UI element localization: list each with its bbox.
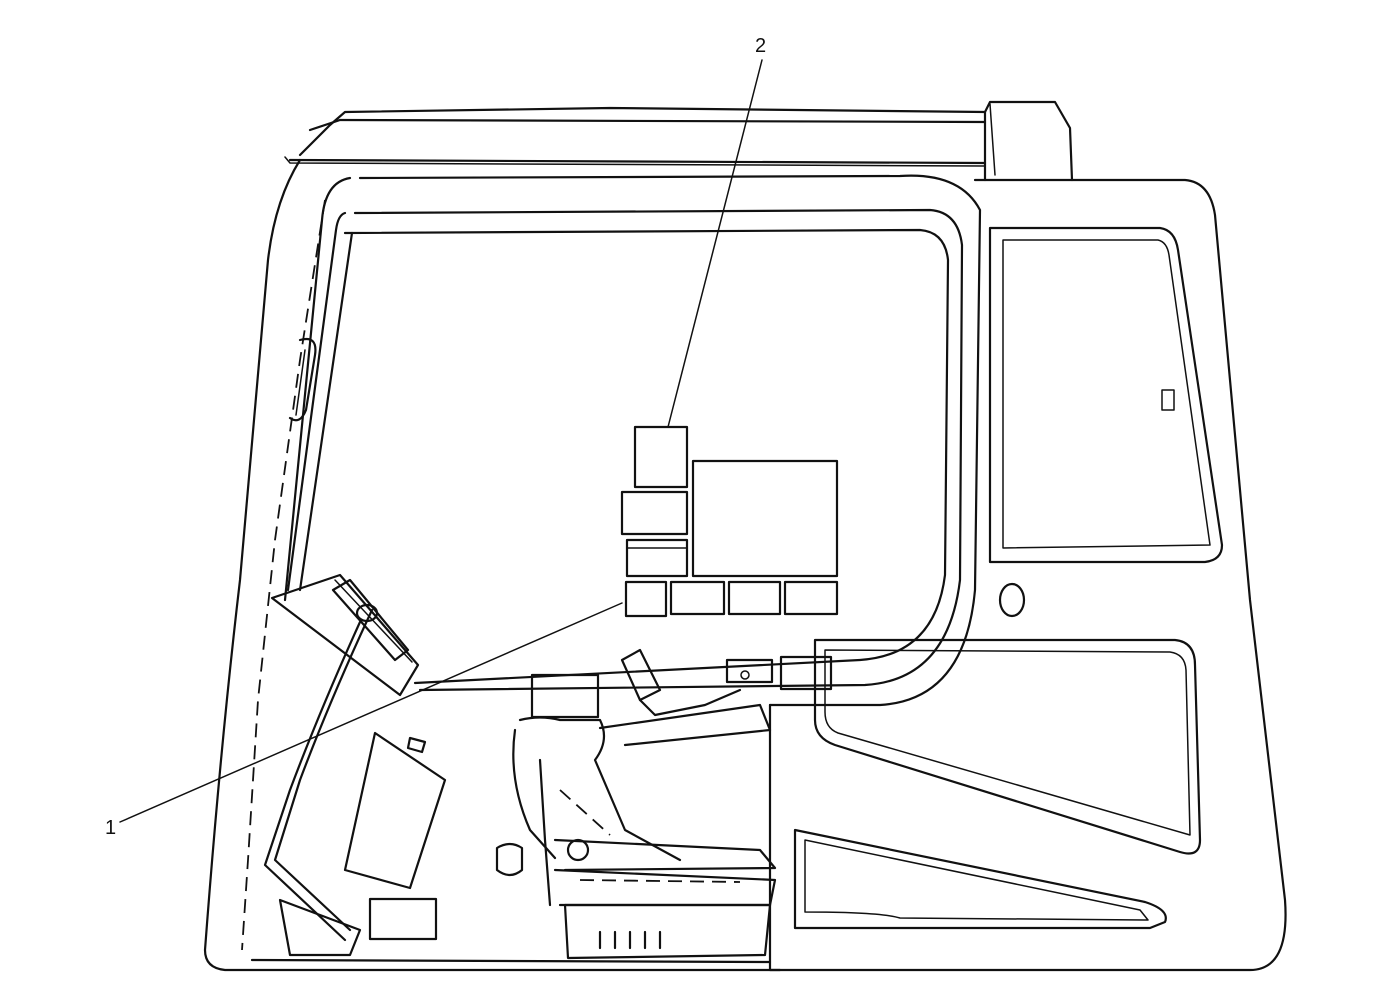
callout-label-2: 2 [755,35,767,57]
decal-top [633,425,689,489]
cab-roof [284,100,1074,182]
decal-bottom-2 [669,580,726,616]
decal-seat-back [530,673,600,719]
decal-floor [368,897,438,941]
decal-lower [625,538,689,578]
decal-bottom-3 [727,580,782,616]
decal-middle [620,490,689,536]
decal-large [691,459,839,578]
front-windshield [283,174,982,707]
leader-lines [119,59,763,823]
leader-line-1 [119,602,623,823]
decal-right [779,655,833,691]
operator-seat [495,648,777,960]
decal-group [368,425,839,941]
left-console [263,573,447,957]
decal-bottom-1 [624,580,668,618]
cab-outer-frame [203,158,782,972]
decal-bottom-4 [783,580,839,616]
callout-label-1: 1 [105,817,117,839]
leader-line-2 [667,59,763,428]
cab-door [768,178,1287,972]
